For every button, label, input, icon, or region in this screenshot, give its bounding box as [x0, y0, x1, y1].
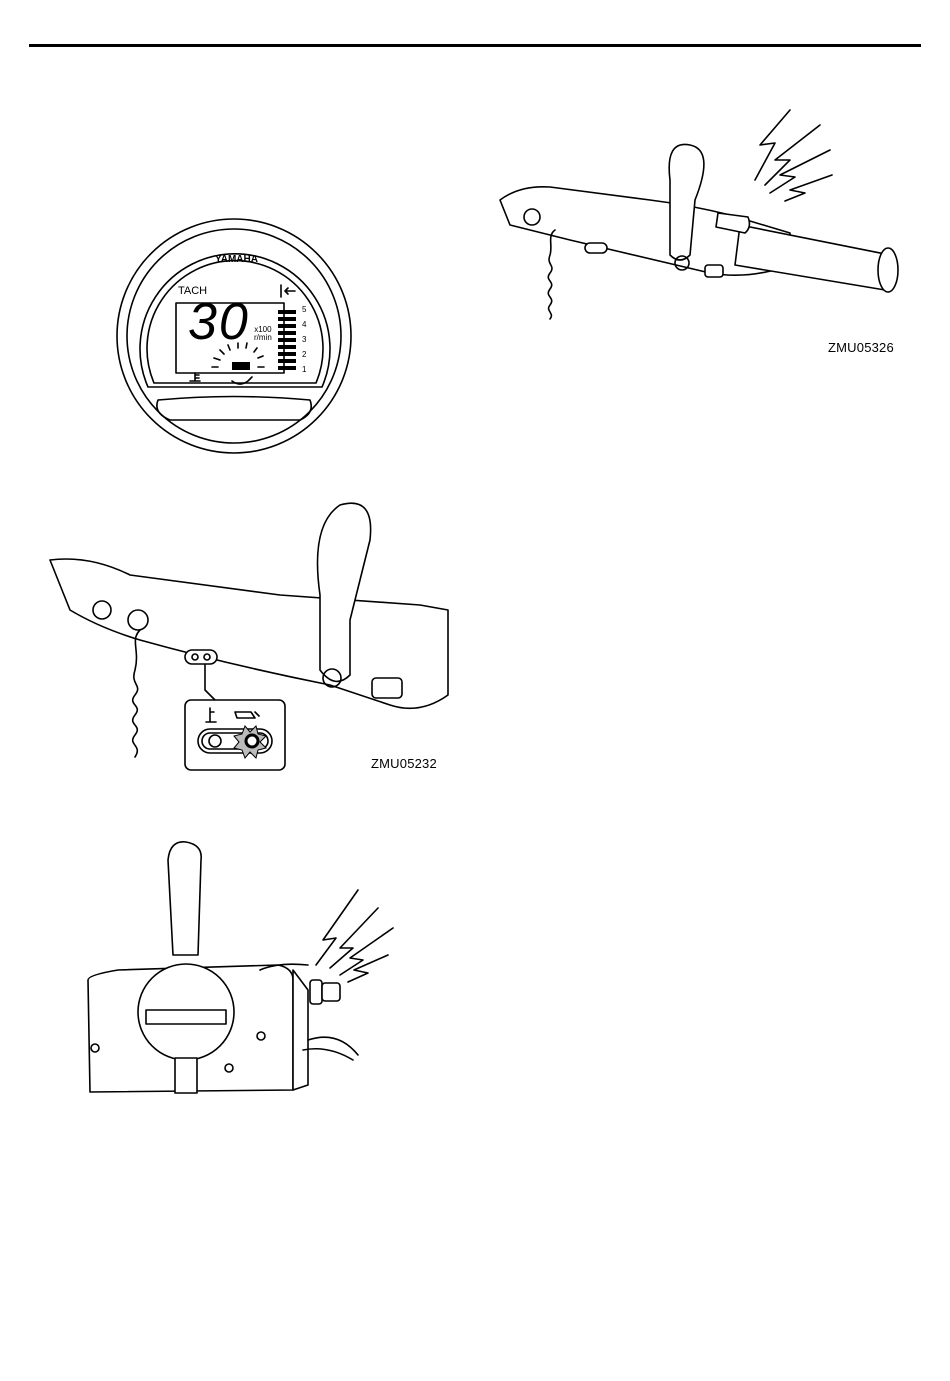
figure-code: ZMU05326 [828, 340, 894, 355]
tiller-handle-indicator-illustration [49, 502, 449, 771]
scale-tick: 1 [302, 365, 307, 374]
unit-multiplier: x100 [254, 325, 272, 334]
unit-label: x100 r/min [254, 326, 272, 342]
oil-warning-segment [232, 362, 250, 370]
oil-warning-icon [234, 711, 260, 719]
buzzer-sound-icon [754, 109, 833, 202]
figure-code: ZMU05232 [371, 756, 437, 771]
unit: r/min [254, 333, 272, 342]
header-rule [29, 44, 921, 47]
water-temperature-icon [205, 707, 217, 723]
tiller-handle-warning-illustration [499, 109, 899, 320]
remote-control-box-illustration [87, 841, 394, 1094]
oil-warning-icon [231, 376, 253, 385]
tach-scale: 5 4 3 2 1 [302, 302, 306, 377]
scale-tick: 3 [302, 335, 307, 344]
tach-bargraph [278, 310, 296, 370]
scale-tick: 4 [302, 320, 307, 329]
tachometer-illustration [116, 218, 352, 454]
gauge-label: TACH [178, 285, 208, 297]
buzzer-sound-icon [315, 889, 394, 983]
gauge-brand: YAMAHA [215, 254, 258, 265]
scale-tick: 2 [302, 350, 307, 359]
water-temperature-icon [189, 372, 201, 382]
scale-tick: 5 [302, 305, 307, 314]
tach-readout: 30 [188, 293, 250, 351]
trim-icon [280, 284, 296, 298]
